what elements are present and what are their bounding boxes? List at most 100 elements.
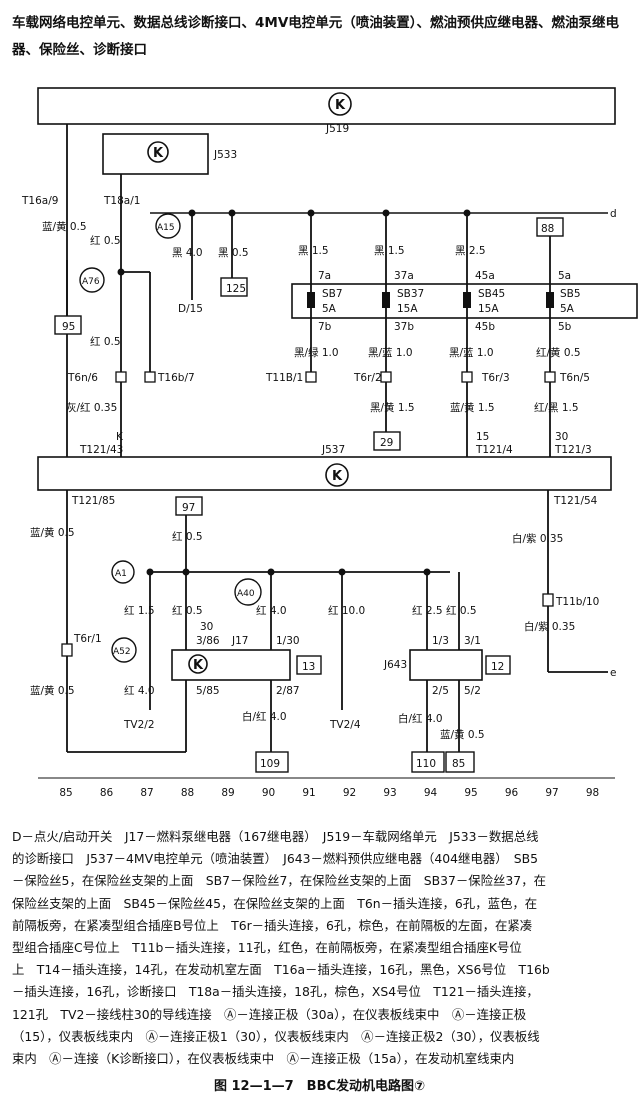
diagram-title: 车载网络电控单元、数据总线诊断接口、4MV电控单元（喷油装置）、燃油预供应继电器… <box>12 15 620 58</box>
wire-label: 37a <box>394 270 414 282</box>
wire-label: 5A <box>560 303 575 315</box>
wire-label: 30 <box>555 431 568 443</box>
wire-label: SB37 <box>397 288 424 300</box>
k-symbol-icon <box>188 654 208 674</box>
j519-module <box>37 87 616 125</box>
wire-label: 红 0.5 <box>446 604 477 617</box>
box-13 <box>296 655 322 675</box>
wire-label: 3/86 <box>196 635 220 647</box>
ruler-number: 95 <box>464 787 477 799</box>
ruler-number: 85 <box>59 787 72 799</box>
box-109 <box>255 751 289 773</box>
wire-label: T6n/5 <box>559 372 590 384</box>
wire-label: A52 <box>113 647 131 657</box>
wire-label: A15 <box>157 223 175 233</box>
wire-label: 30 <box>200 621 213 633</box>
wire-label: 红 10.0 <box>328 604 365 617</box>
wire-label: SB7 <box>322 288 343 300</box>
k-glyph: K <box>335 98 346 113</box>
wire-label: T6r/3 <box>481 372 510 384</box>
legend: D－点火/启动开关 J17－燃料泵继电器（167继电器） J519－车载网络单元… <box>12 826 629 1070</box>
wire-label: 85 <box>452 758 465 770</box>
wire-label: 黑 0.5 <box>218 247 249 259</box>
wire-label: T121/43 <box>79 444 123 456</box>
wire-label: T6r/2 <box>353 372 382 384</box>
legend-line: －保险丝5，在保险丝支架的上面 SB7－保险丝7，在保险丝支架的上面 SB37－… <box>12 873 546 889</box>
box-29 <box>373 431 401 451</box>
wire-label: T6n/6 <box>67 372 98 384</box>
fuse-holder <box>291 283 638 319</box>
wire-label: 黑 2.5 <box>455 245 486 257</box>
legend-line: 的诊断接口 J537－4MV电控单元（喷油装置） J643－燃料预供应继电器（4… <box>12 851 539 867</box>
wire-label: T11B/1 <box>265 372 303 384</box>
wire-label: 1/30 <box>276 635 300 647</box>
wire-label: 红 2.5 <box>412 604 443 617</box>
wire-label: 37b <box>394 321 414 333</box>
j537-module <box>37 456 612 491</box>
legend-line: －插头连接，16孔，诊断接口 T18a－插头连接，18孔，棕色，XS4号位 T1… <box>12 984 539 1000</box>
j17-label: J17 <box>231 635 248 647</box>
box-12 <box>485 655 511 675</box>
wire-label: 红 0.5 <box>90 335 121 348</box>
box-88 <box>536 217 564 237</box>
legend-line: 型组合插座C号位上 T11b－插头连接，11孔，红色，在前隔板旁，在紧凑型组合插… <box>12 940 522 956</box>
legend-line: 上 T14－插头连接，14孔，在发动机室左面 T16a－插头连接，16孔，黑色，… <box>12 962 550 978</box>
connection-a52 <box>111 637 137 663</box>
wire-label: 15A <box>478 303 499 315</box>
connection-a40 <box>234 578 262 606</box>
box-85 <box>445 751 475 773</box>
wire-label: 45b <box>475 321 495 333</box>
wire-label: 黑 1.5 <box>374 245 405 257</box>
box-95 <box>54 315 82 335</box>
wire-label: 5/2 <box>464 685 481 697</box>
j533-label: J533 <box>213 149 237 161</box>
wire-label: T11b/10 <box>555 596 599 608</box>
wire-label: 97 <box>182 502 195 514</box>
wire-label: 蓝/黄 0.5 <box>42 220 87 233</box>
wire-label: 12 <box>491 661 504 673</box>
ruler-number: 98 <box>586 787 599 799</box>
wire-label: 黑/蓝 1.0 <box>368 347 413 359</box>
connection-a76 <box>79 267 105 293</box>
wire-label: K <box>116 431 124 443</box>
k-glyph: K <box>332 469 343 484</box>
wire-label: 黑/蓝 1.0 <box>449 347 494 359</box>
wire-label: T16a/9 <box>21 195 58 207</box>
wire-label: SB45 <box>478 288 505 300</box>
wire-label: 2/5 <box>432 685 449 697</box>
wire-label: 88 <box>541 223 554 235</box>
wire-label: 红 4.0 <box>124 684 155 697</box>
wire-label: TV2/4 <box>329 719 361 731</box>
wire-label: 白/红 4.0 <box>242 710 287 723</box>
ruler-number: 97 <box>545 787 558 799</box>
wire-label: T18a/1 <box>103 195 140 207</box>
wire-label: 白/紫 0.35 <box>524 620 575 633</box>
wire-label: T121/85 <box>71 495 115 507</box>
wire-label: 5A <box>322 303 337 315</box>
wire-label: 7a <box>318 270 331 282</box>
wire-label: T6r/1 <box>73 633 102 645</box>
wire-label: 黑/黄 1.5 <box>370 401 415 414</box>
wire-label: TV2/2 <box>123 719 155 731</box>
wire-label: 5a <box>558 270 571 282</box>
ruler-number: 86 <box>100 787 114 799</box>
wire-label: A40 <box>237 589 255 599</box>
wire-label: 红 4.0 <box>256 604 287 617</box>
wire-label: 灰/红 0.35 <box>66 401 117 414</box>
ruler-number: 89 <box>221 787 234 799</box>
k-glyph: K <box>153 146 164 161</box>
wire-label: 110 <box>416 758 436 770</box>
wire-label: 红 0.5 <box>90 234 121 247</box>
wire-label: 95 <box>62 321 75 333</box>
figure-caption: 图 12—1—7 BBC发动机电路图⑦ <box>213 1079 426 1094</box>
ruler-number: 92 <box>343 787 356 799</box>
wire-label: 5/85 <box>196 685 220 697</box>
box-97 <box>175 496 203 516</box>
wire-label: 7b <box>318 321 332 333</box>
k-symbol-icon <box>328 92 352 116</box>
k-symbol-icon <box>325 463 349 487</box>
wire-label: 红/黑 1.5 <box>534 401 579 414</box>
ruler-number: 94 <box>424 787 438 799</box>
wire-label: 3/1 <box>464 635 481 647</box>
wire-label: A1 <box>115 569 127 579</box>
